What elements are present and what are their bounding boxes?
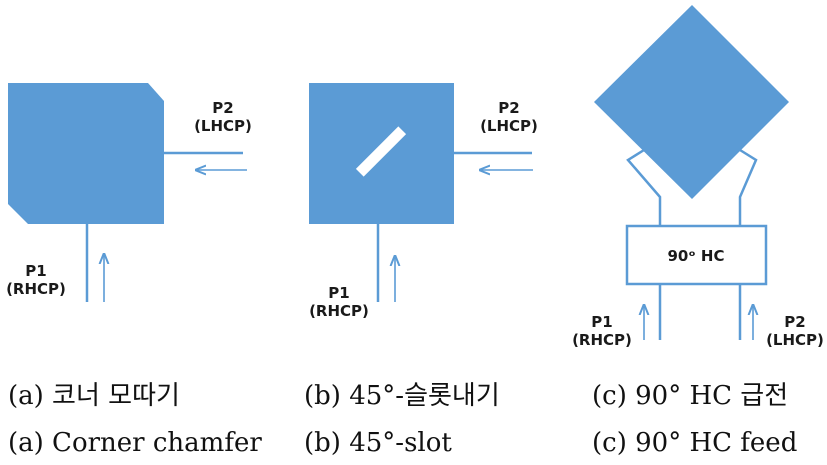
diamond-patch — [594, 5, 789, 199]
p2-pol: (LHCP) — [480, 117, 538, 135]
diagonal-slot — [355, 126, 407, 177]
p1-name: P1 — [25, 262, 46, 280]
p2-pol: (LHCP) — [194, 117, 252, 135]
caption-en-c: (c) 90° HC feed — [592, 428, 797, 458]
diagram-corner-chamfer: P2 (LHCP) P1 (RHCP) — [6, 83, 252, 302]
p1-pol: (RHCP) — [309, 302, 369, 320]
hybrid-coupler-box — [625, 224, 768, 286]
captions: (a) 코너 모따기 (b) 45°-슬롯내기 (c) 90° HC 급전 (a… — [8, 381, 797, 458]
p1-name: P1 — [328, 284, 349, 302]
chamfered-patch — [8, 83, 164, 224]
caption-en-b: (b) 45°-slot — [304, 428, 452, 458]
p1-name: P1 — [591, 313, 612, 331]
diagram-45-slot: P2 (LHCP) P1 (RHCP) — [309, 83, 538, 320]
diagram-90-hc-feed: 90ᵒ HC P1 (RHCP) P2 (LHCP) — [572, 5, 824, 349]
caption-en-a: (a) Corner chamfer — [8, 428, 262, 458]
p2-name: P2 — [498, 99, 519, 117]
caption-ko-c: (c) 90° HC 급전 — [592, 381, 788, 411]
p2-pol: (LHCP) — [766, 331, 824, 349]
feed-arm-right — [738, 148, 758, 226]
p2-name: P2 — [784, 313, 805, 331]
p1-pol: (RHCP) — [572, 331, 632, 349]
p1-pol: (RHCP) — [6, 280, 66, 298]
hybrid-coupler-label: 90ᵒ HC — [668, 247, 725, 265]
caption-ko-a: (a) 코너 모따기 — [8, 381, 180, 411]
feed-arm-left — [626, 148, 662, 226]
caption-ko-b: (b) 45°-슬롯내기 — [304, 381, 500, 411]
p2-name: P2 — [212, 99, 233, 117]
